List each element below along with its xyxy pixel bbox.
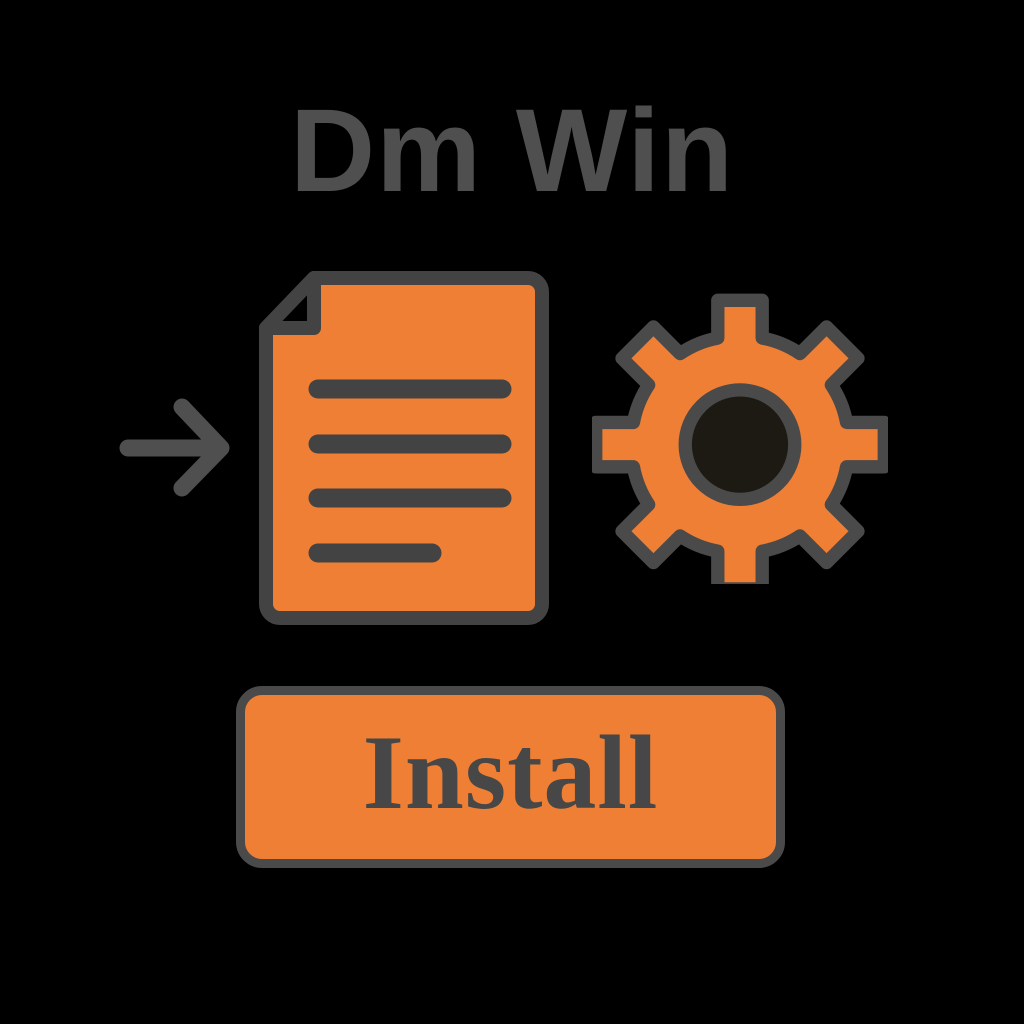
install-button-label: Install <box>362 714 659 831</box>
install-button[interactable]: Install <box>236 686 785 868</box>
arrow-right-icon <box>116 392 240 498</box>
document-text-lines <box>308 379 512 563</box>
page-title: Dm Win <box>289 85 735 217</box>
gear-icon-svg <box>589 293 891 596</box>
gear-icon <box>589 286 891 596</box>
gear-body <box>589 293 891 596</box>
arrow-right-icon-svg <box>119 398 230 497</box>
gear-hub <box>678 383 802 507</box>
document-fold-corner <box>259 271 321 335</box>
document-icon <box>252 256 556 642</box>
document-icon-svg <box>259 271 549 625</box>
